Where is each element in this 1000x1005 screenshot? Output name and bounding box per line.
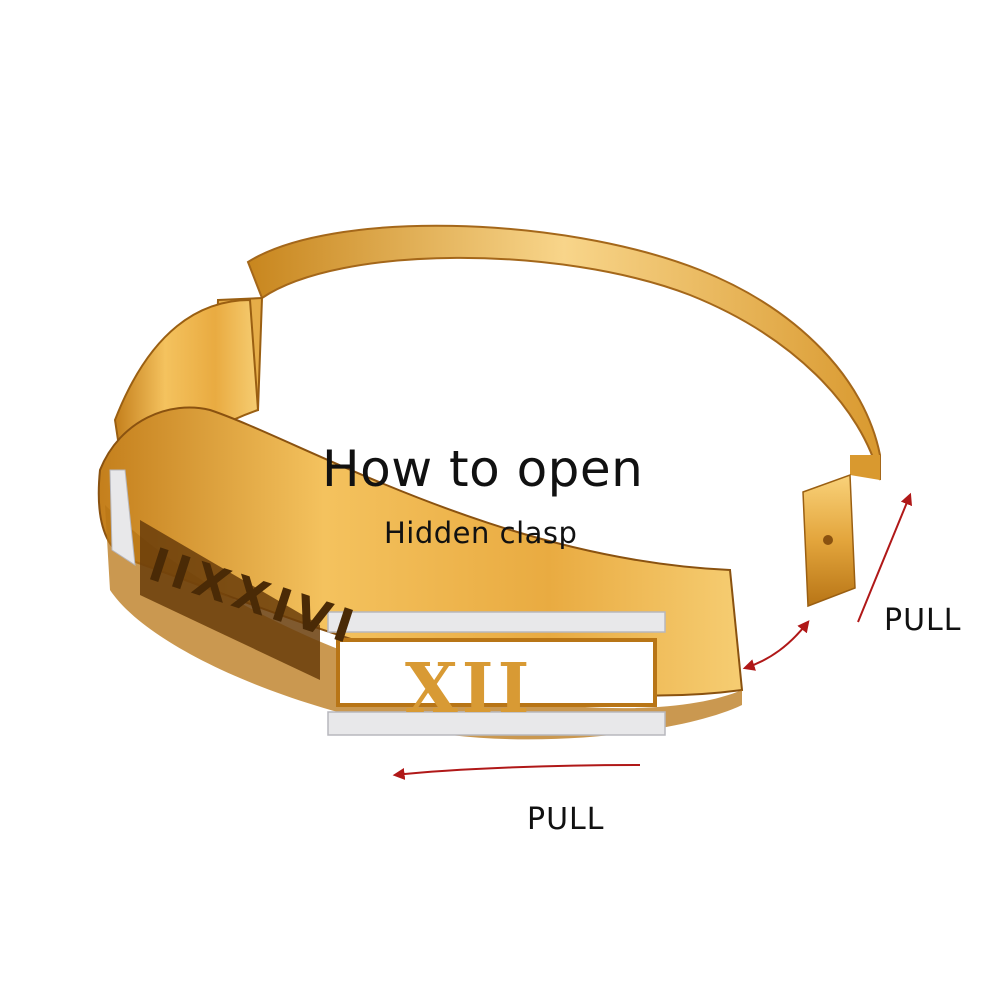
engraving-center: XII [405,649,533,729]
pull-arrows [392,492,913,780]
arrow-up-right [857,492,913,623]
pull-label-bottom: PULL [527,802,605,837]
arrow-double [742,620,810,671]
caption-title: How to open [322,440,644,498]
pull-label-right: PULL [884,603,962,638]
bangle-front [97,298,744,740]
arrow-left [392,764,641,780]
caption-subtitle: Hidden clasp [384,516,578,550]
bangle-back [246,224,881,608]
